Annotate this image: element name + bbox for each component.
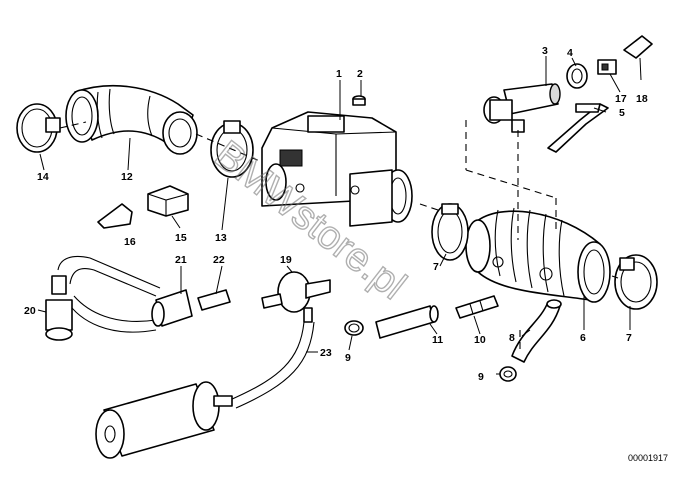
label-part-22: 22 [213, 254, 225, 266]
label-part-21: 21 [175, 254, 187, 266]
part-8-hose[interactable] [511, 299, 562, 363]
part-22-hose[interactable] [197, 289, 231, 311]
part-2-cap[interactable] [352, 95, 366, 106]
part-5-bracket[interactable] [547, 103, 609, 153]
part-6-intake-bellows[interactable] [465, 207, 611, 303]
part-20-valve[interactable] [45, 275, 73, 341]
part-9-clamp-b[interactable] [499, 366, 517, 382]
label-part-1: 1 [336, 68, 342, 80]
label-part-4: 4 [567, 47, 573, 59]
part-19-regulator[interactable] [261, 271, 331, 323]
label-part-20: 20 [24, 305, 36, 317]
part-15-connector[interactable] [147, 185, 189, 217]
part-21-hose-filter[interactable] [57, 255, 193, 333]
part-7-clamp-b[interactable] [614, 254, 658, 310]
label-part-12: 12 [121, 171, 133, 183]
part-4-ring-clamp[interactable] [566, 63, 588, 89]
part-14-clamp[interactable] [16, 103, 61, 153]
diagram-reference-number: 00001917 [628, 453, 668, 463]
part-11-hose[interactable] [375, 305, 439, 339]
part-9-clamp-a[interactable] [344, 320, 364, 336]
label-part-8: 8 [509, 332, 515, 344]
label-part-17: 17 [615, 93, 627, 105]
label-part-10: 10 [474, 334, 486, 346]
label-part-19: 19 [280, 254, 292, 266]
label-part-23: 23 [320, 347, 332, 359]
label-part-13: 13 [215, 232, 227, 244]
part-16-rubber-cap[interactable] [97, 203, 133, 229]
label-part-3: 3 [542, 45, 548, 57]
leader-lines [37, 56, 642, 375]
part-12-intake-boot[interactable] [65, 84, 198, 155]
label-part-9b: 9 [478, 371, 484, 383]
label-part-2: 2 [357, 68, 363, 80]
assembly-lines [59, 120, 619, 350]
charcoal-canister[interactable] [95, 381, 233, 459]
part-17-connector[interactable] [597, 59, 617, 75]
label-part-15: 15 [175, 232, 187, 244]
part-18-cap[interactable] [623, 35, 653, 59]
part-23-vacuum-hose[interactable] [229, 321, 315, 409]
part-7-clamp-a[interactable] [431, 203, 469, 261]
label-part-7b: 7 [626, 332, 632, 344]
label-part-14: 14 [37, 171, 49, 183]
label-part-18: 18 [636, 93, 648, 105]
part-3-idle-valve[interactable] [483, 83, 561, 133]
label-part-7a: 7 [433, 261, 439, 273]
label-part-16: 16 [124, 236, 136, 248]
label-part-5: 5 [619, 107, 625, 119]
part-labels: 1 2 3 4 5 6 7 7 8 9 9 10 11 12 13 14 15 … [24, 45, 648, 383]
label-part-6: 6 [580, 332, 586, 344]
label-part-11: 11 [432, 334, 443, 346]
part-10-fitting[interactable] [455, 295, 499, 319]
part-13-clamp[interactable] [210, 120, 254, 178]
label-part-9a: 9 [345, 352, 351, 364]
part-1-air-flow-meter[interactable] [261, 111, 413, 227]
